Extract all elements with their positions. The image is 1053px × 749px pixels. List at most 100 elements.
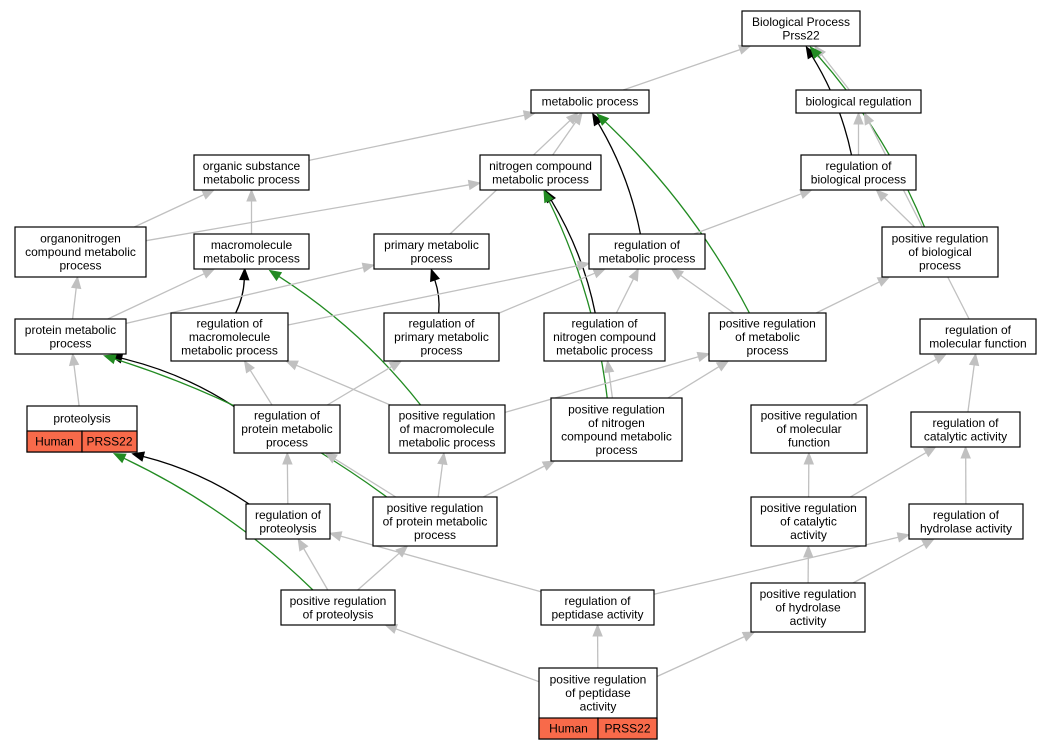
edge-arrowhead xyxy=(968,352,980,367)
edge-prprotmp-to-rprotmp xyxy=(324,452,397,498)
edge-line xyxy=(437,463,444,498)
term-box xyxy=(383,312,500,362)
edge-line xyxy=(656,636,745,678)
edge-arrowhead xyxy=(715,360,730,372)
term-label-line: of molecular xyxy=(776,422,841,436)
term-box xyxy=(233,404,341,454)
annotation-cell xyxy=(81,430,138,453)
term-label-line: primary metabolic xyxy=(394,330,489,344)
term-label-line: process xyxy=(410,251,452,265)
term-box xyxy=(14,226,147,278)
term-label-line: regulation of xyxy=(196,317,263,331)
term-label-line: process xyxy=(414,528,456,542)
edge-arrowhead xyxy=(592,268,607,279)
edge-arrowhead xyxy=(384,624,399,634)
term-label-line: regulation of xyxy=(408,317,475,331)
edge-rbp-to-br xyxy=(853,111,864,155)
term-node-br[interactable]: biological regulation xyxy=(795,89,922,114)
term-label-line: molecular function xyxy=(929,336,1026,350)
term-label-line: positive regulation xyxy=(568,402,665,416)
edge-line xyxy=(868,122,970,320)
edge-line xyxy=(608,371,614,399)
term-box xyxy=(550,397,683,462)
term-label-line: macromolecule xyxy=(211,238,293,252)
term-label-line: activity xyxy=(580,700,617,714)
term-label-line: proteolysis xyxy=(259,521,316,535)
term-label-line: function xyxy=(788,436,830,450)
edge-line xyxy=(107,273,205,320)
edge-prmmp-to-rmmp xyxy=(284,360,391,406)
edge-arrowhead xyxy=(201,189,216,200)
edge-arrowhead xyxy=(328,531,343,542)
edge-protmp-to-pmp xyxy=(125,262,376,325)
edge-arrowhead xyxy=(467,179,482,191)
edge-arrowhead xyxy=(799,189,813,199)
term-label-line: regulation of xyxy=(571,317,638,331)
edge-osmp-to-mp xyxy=(308,110,537,162)
edge-line xyxy=(308,114,525,162)
term-label-line: process xyxy=(919,259,961,273)
edge-line xyxy=(498,272,596,314)
edge-arrowhead xyxy=(71,275,82,290)
edge-arrowhead xyxy=(876,276,891,287)
edge-line xyxy=(483,465,545,498)
annotation-tag-human: Human xyxy=(538,717,599,740)
edge-arrowhead xyxy=(696,351,711,363)
edge-prca-to-rca xyxy=(849,446,937,498)
edge-line xyxy=(121,357,235,407)
edge-line xyxy=(680,274,735,314)
term-label-line: positive regulation xyxy=(760,501,857,515)
term-node-mp[interactable]: metabolic process xyxy=(530,89,650,114)
edge-prot-to-protmp xyxy=(68,352,80,407)
edge-arrowhead xyxy=(112,453,127,464)
term-label-line: metabolic process xyxy=(203,251,300,265)
term-label-line: metabolic process xyxy=(556,344,653,358)
edge-line xyxy=(303,548,329,591)
edge-prprot-to-prprotmp xyxy=(357,545,409,591)
edge-rmp-to-rbp xyxy=(693,189,813,235)
edge-line xyxy=(334,458,397,498)
term-label-line: of hydrolase xyxy=(775,601,841,615)
edge-arrowhead xyxy=(282,451,293,465)
term-label-line: process xyxy=(59,259,101,273)
term-box xyxy=(881,226,999,278)
edge-arrowhead xyxy=(395,545,409,558)
edge-prmmp-to-mmp xyxy=(268,269,422,406)
edge-arrowhead xyxy=(809,46,822,60)
term-label-line: metabolic process xyxy=(492,172,589,186)
term-label-line: of metabolic xyxy=(735,330,800,344)
edge-prha-to-rha xyxy=(852,538,935,584)
term-box xyxy=(750,496,867,547)
